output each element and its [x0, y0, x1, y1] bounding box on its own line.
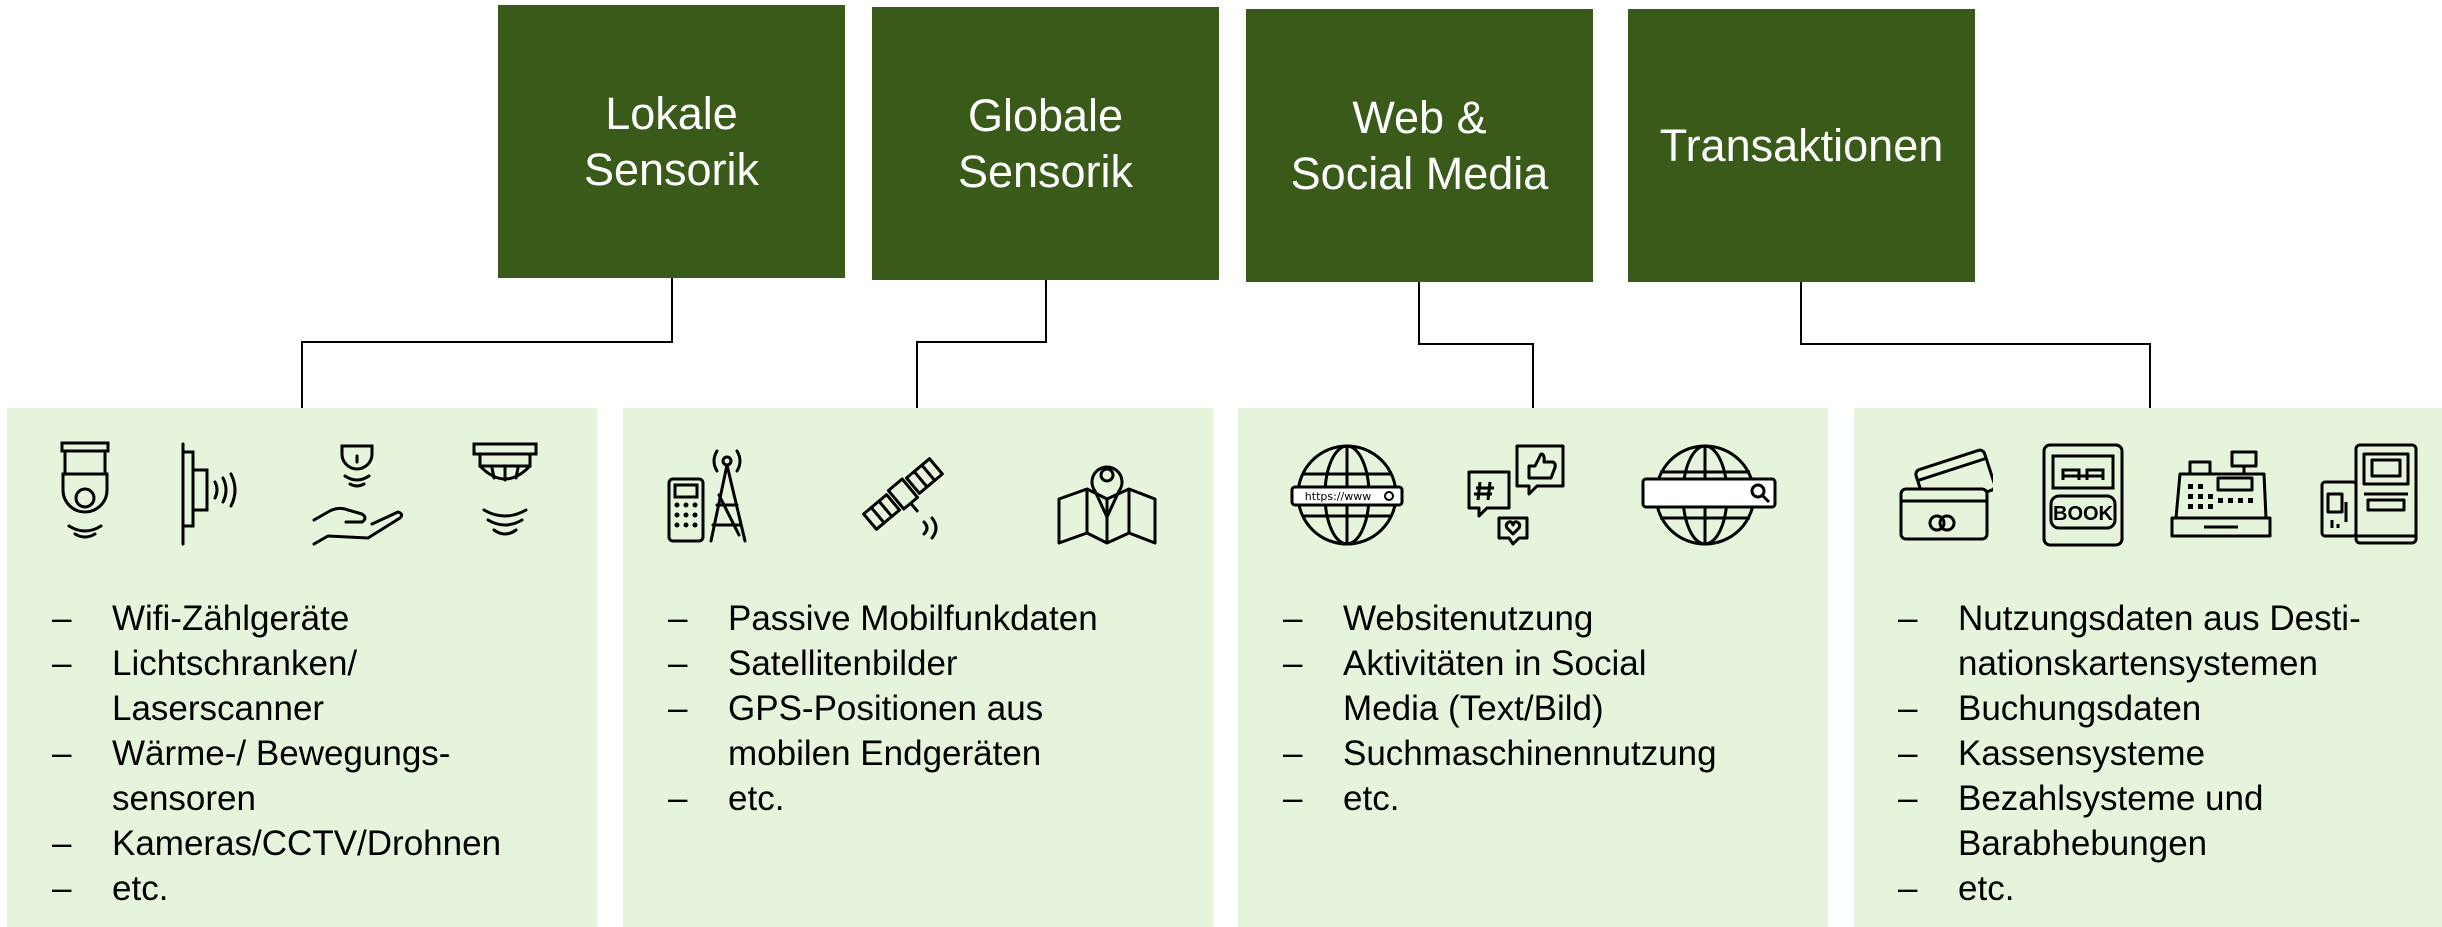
connector-transaktionen	[1800, 282, 2151, 408]
light-barrier-sensor-icon	[181, 442, 237, 546]
list-item: Kassensysteme	[1898, 731, 2438, 776]
list-item: Kameras/CCTV/Drohnen	[52, 821, 592, 866]
list-item: etc.	[1283, 776, 1823, 821]
satellite-icon	[862, 457, 944, 540]
list-item: Lichtschranken/ Laserscanner	[52, 641, 592, 731]
social-media-icon	[1467, 444, 1565, 546]
list-item: GPS-Positionen aus mobilen Endgeräten	[668, 686, 1208, 776]
item-list-lokale-sensorik: Wifi-Zählgeräte Lichtschranken/ Lasersca…	[52, 596, 592, 911]
list-item: Aktivitäten in Social Media (Text/Bild)	[1283, 641, 1823, 731]
category-header-lokale-sensorik: Lokale Sensorik	[498, 5, 845, 278]
category-header-globale-sensorik: Globale Sensorik	[872, 7, 1219, 280]
list-item: etc.	[1898, 866, 2438, 911]
connector-lokale-sensorik	[301, 278, 673, 408]
globe-url-icon: https://www	[1290, 444, 1404, 546]
atm-icon	[2320, 443, 2418, 545]
category-header-transaktionen: Transaktionen	[1628, 9, 1975, 282]
hand-sensor-icon	[312, 444, 404, 546]
book-icon: BOOK	[2042, 443, 2124, 547]
globe-search-icon	[1641, 444, 1777, 546]
url-bar-text: https://www	[1305, 490, 1371, 503]
category-header-web-social-media: Web & Social Media	[1246, 9, 1593, 282]
list-item: Passive Mobilfunkdaten	[668, 596, 1208, 641]
list-item: etc.	[668, 776, 1208, 821]
item-list-web-social-media: Websitenutzung Aktivitäten in Social Med…	[1283, 596, 1823, 821]
list-item: Wifi-Zählgeräte	[52, 596, 592, 641]
list-item: Satellitenbilder	[668, 641, 1208, 686]
credit-card-icon	[1899, 448, 1993, 541]
list-item: Bezahlsysteme und Barabhebungen	[1898, 776, 2438, 866]
smoke-detector-sensor-icon	[472, 442, 538, 536]
list-item: Suchmaschinennutzung	[1283, 731, 1823, 776]
connector-web-social-media	[1418, 282, 1534, 408]
list-item: Wärme-/ Bewegungs- sensoren	[52, 731, 592, 821]
item-list-globale-sensorik: Passive Mobilfunkdaten Satellitenbilder …	[668, 596, 1208, 821]
book-label-text: BOOK	[2053, 503, 2114, 525]
item-list-transaktionen: Nutzungsdaten aus Desti- nationskartensy…	[1898, 596, 2438, 911]
list-item: etc.	[52, 866, 592, 911]
cash-register-icon	[2170, 450, 2272, 538]
list-item: Websitenutzung	[1283, 596, 1823, 641]
mobile-tower-icon	[667, 449, 747, 543]
map-pin-icon	[1057, 465, 1157, 545]
security-camera-icon	[60, 441, 110, 539]
list-item: Buchungsdaten	[1898, 686, 2438, 731]
list-item: Nutzungsdaten aus Desti- nationskartensy…	[1898, 596, 2438, 686]
connector-globale-sensorik	[916, 280, 1047, 408]
